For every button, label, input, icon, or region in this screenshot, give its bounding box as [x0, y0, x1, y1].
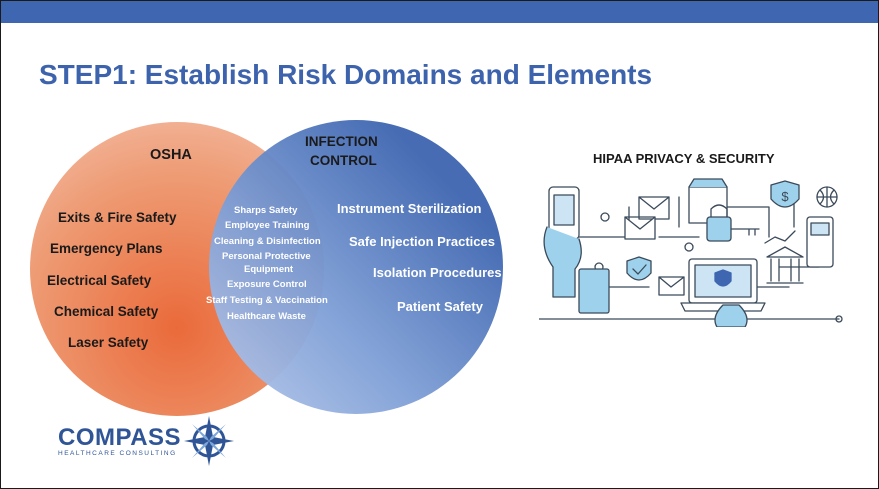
overlap-item: Healthcare Waste	[227, 311, 306, 322]
overlap-item: Cleaning & Disinfection	[214, 236, 321, 247]
envelope-icon	[638, 196, 670, 220]
money-bag-icon	[714, 304, 748, 327]
osha-item: Laser Safety	[68, 335, 149, 350]
key-icon	[730, 228, 760, 236]
overlap-item: Employee Training	[225, 220, 310, 231]
osha-item: Exits & Fire Safety	[58, 210, 177, 225]
lock-icon	[706, 216, 732, 242]
compass-logo-icon	[184, 416, 234, 466]
server-icon	[578, 268, 610, 314]
infection-control-circle	[209, 120, 503, 414]
shield-check-icon	[626, 256, 652, 281]
overlap-item: Equipment	[244, 264, 294, 275]
baseline-end-dot	[835, 315, 843, 323]
svg-text:$: $	[781, 189, 789, 204]
osha-item: Electrical Safety	[47, 273, 152, 288]
infection-control-heading-line2: CONTROL	[310, 153, 377, 168]
growth-arrow-icon	[764, 230, 796, 244]
infection-control-item: Instrument Sterilization	[337, 201, 482, 216]
osha-item: Emergency Plans	[50, 241, 163, 256]
envelope-icon	[658, 276, 685, 296]
overlap-item: Personal Protective	[222, 251, 311, 262]
overlap-item: Staff Testing & Vaccination	[206, 295, 328, 306]
shield-icon	[770, 180, 800, 208]
osha-item: Chemical Safety	[54, 304, 159, 319]
overlap-item: Exposure Control	[227, 279, 307, 290]
hipaa-heading: HIPAA PRIVACY & SECURITY	[593, 151, 775, 166]
infection-control-heading-line1: INFECTION	[305, 134, 378, 149]
infection-control-item: Safe Injection Practices	[349, 234, 495, 249]
envelope-icon	[624, 216, 656, 240]
osha-heading: OSHA	[150, 147, 192, 163]
venn-diagram	[30, 120, 503, 416]
slide-title: STEP1: Establish Risk Domains and Elemen…	[39, 59, 653, 90]
hand-icon	[543, 226, 582, 298]
infection-control-item: Isolation Procedures	[373, 265, 502, 280]
logo-tagline: HEALTHCARE CONSULTING	[58, 450, 177, 457]
top-bar	[1, 1, 878, 23]
logo-wordmark: COMPASS	[58, 424, 182, 451]
hipaa-security-illustration: $	[539, 178, 843, 327]
infection-control-item: Patient Safety	[397, 299, 483, 314]
overlap-item: Sharps Safety	[234, 205, 298, 216]
bank-icon	[766, 246, 804, 284]
